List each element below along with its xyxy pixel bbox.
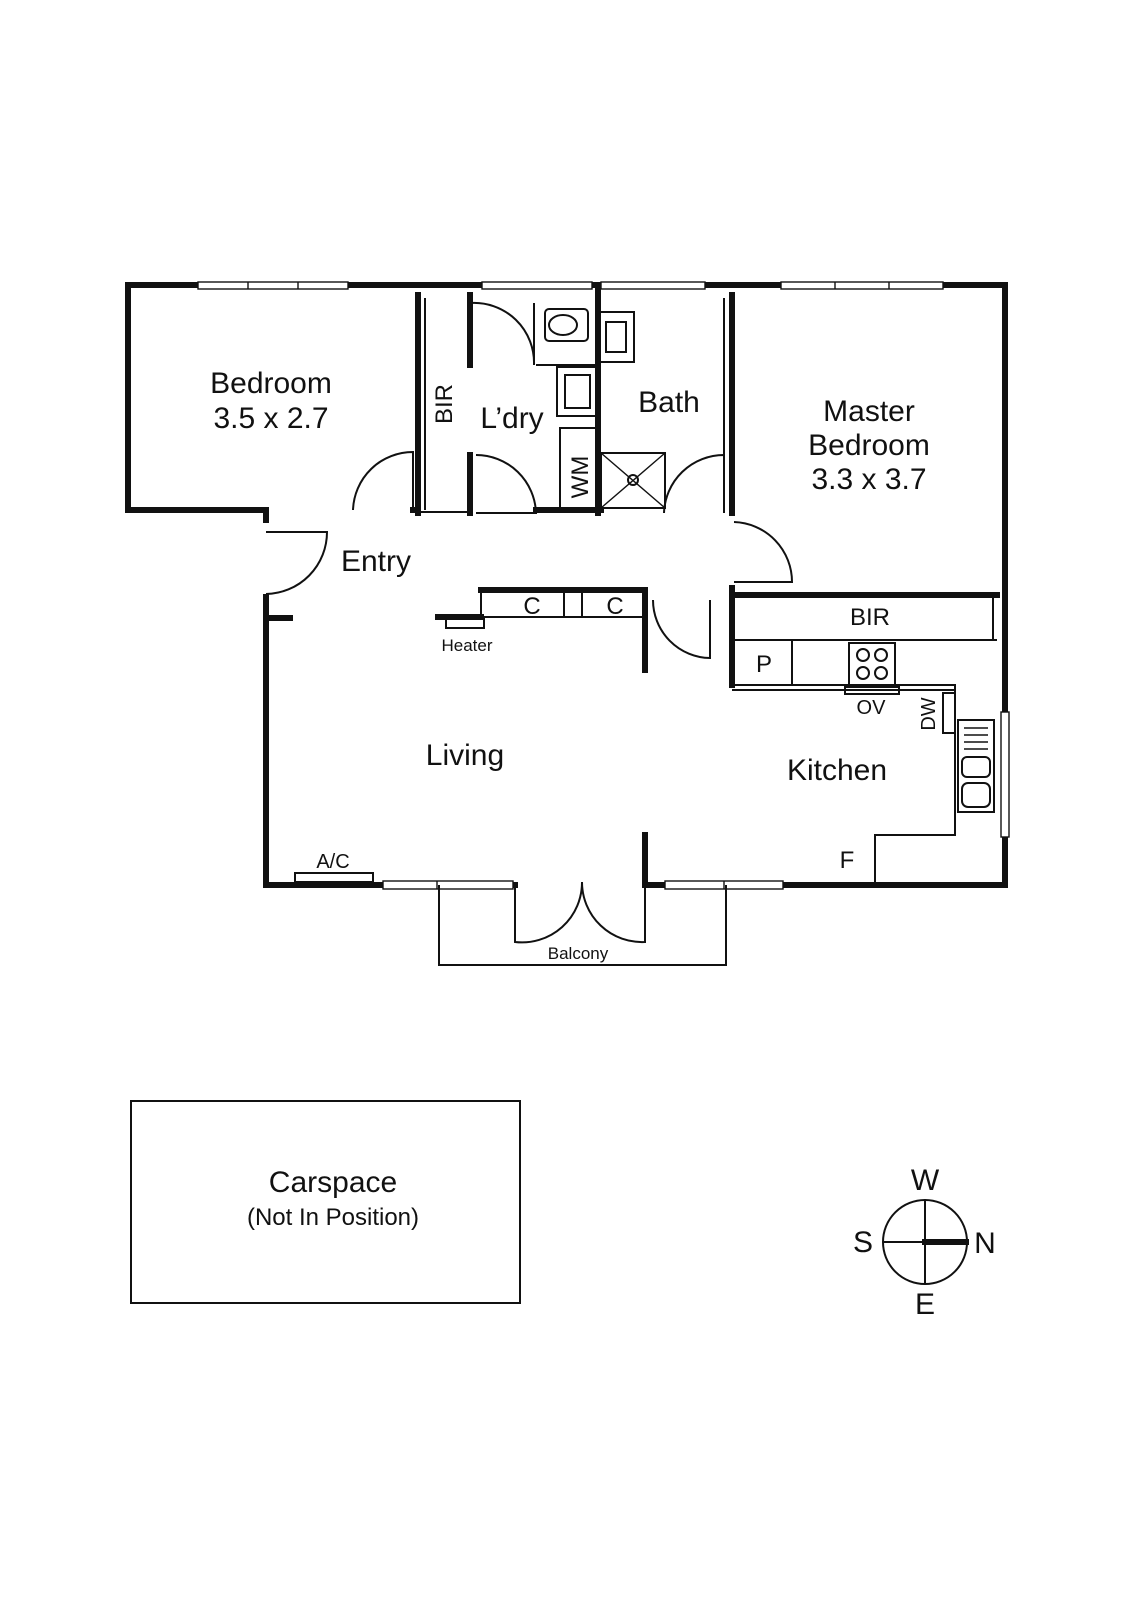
wm-label: WM [567,456,594,499]
carspace-note: (Not In Position) [247,1204,419,1231]
carspace: Carspace (Not In Position) [130,1100,521,1304]
toilet-icon [544,308,589,342]
master-size: 3.3 x 3.7 [811,463,926,496]
balcony-label: Balcony [548,944,609,963]
windows [197,281,1010,890]
compass-north: N [974,1227,996,1260]
compass: W S N E [853,1164,996,1321]
fixtures [294,308,995,966]
carspace-title: Carspace [269,1166,397,1199]
cupboard-2-label: C [606,593,623,620]
dishwasher-icon [942,692,956,734]
carspace-box [130,1100,521,1304]
sink-icon [957,719,995,813]
compass-east: E [915,1288,935,1321]
ac-unit [294,872,374,883]
bath-label: Bath [638,386,700,419]
pantry-label: P [756,651,772,678]
laundry-tub-icon [556,366,599,417]
bedroom-name: Bedroom [210,367,332,400]
washing-machine-space [559,427,599,511]
cupboard-1-label: C [523,593,540,620]
kitchen-label: Kitchen [787,754,887,787]
master-name-2: Bedroom [808,429,930,462]
compass-south: S [853,1226,873,1259]
fridge-label: F [840,847,855,874]
master-name-1: Master [823,395,915,428]
heater-unit [445,618,485,629]
bir-right-label: BIR [850,604,890,631]
bedroom-size: 3.5 x 2.7 [213,402,328,435]
shower-icon [600,452,666,509]
living-label: Living [426,739,504,772]
door-swings [265,301,794,944]
laundry-label: L’dry [480,402,543,435]
entry-label: Entry [341,545,411,578]
ac-label: A/C [316,851,349,873]
oven-label: OV [857,697,887,719]
interior-walls [263,282,1000,888]
heater-label: Heater [441,636,492,655]
compass-west: W [911,1164,940,1197]
dishwasher-label: DW [918,697,940,730]
room-labels: Bedroom 3.5 x 2.7 BIR L’dry Bath WM Mast… [210,367,940,963]
bath-basin-icon [597,311,635,363]
cooktop-icon [848,642,896,686]
bir-left-label: BIR [431,384,458,424]
